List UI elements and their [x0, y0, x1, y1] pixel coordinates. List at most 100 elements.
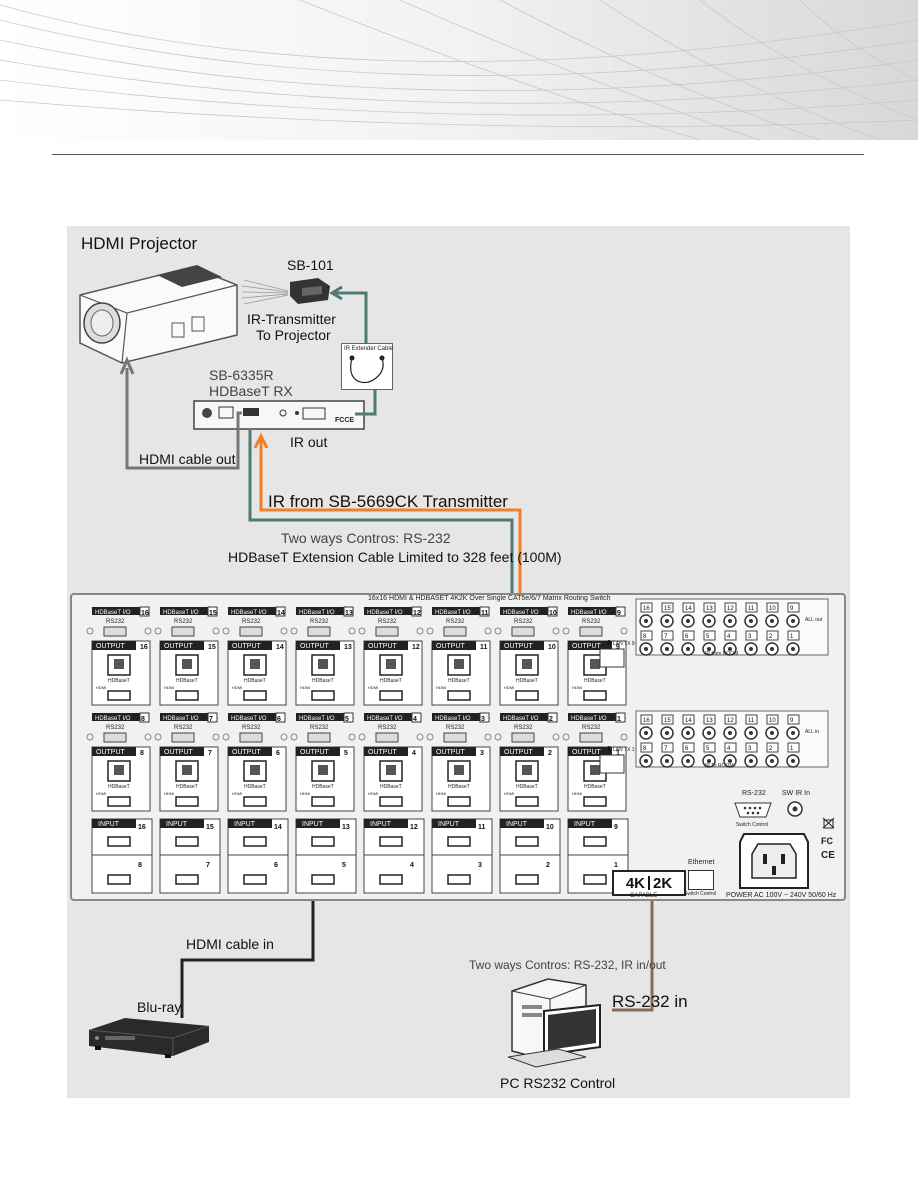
ir-orange-cable: [259, 440, 522, 645]
hdmi-input-port[interactable]: [243, 836, 267, 847]
pc-icon: [507, 978, 601, 1068]
lan-port[interactable]: [599, 648, 625, 668]
panel-screw: [620, 627, 628, 635]
hdmi-output-port[interactable]: [379, 796, 403, 807]
hdmi-input-port[interactable]: [447, 836, 471, 847]
hdmi-input-port[interactable]: [583, 874, 607, 885]
ethernet-port[interactable]: [688, 870, 714, 890]
rs232-terminal[interactable]: [239, 626, 263, 637]
hdmi-output-port[interactable]: [107, 690, 131, 701]
hdbaset-label: HDBaseT: [312, 784, 334, 790]
hdbaset-label: HDBaseT: [108, 784, 130, 790]
rs232-terminal[interactable]: [375, 626, 399, 637]
io-header-label: HDBaseT I/O: [503, 610, 539, 616]
projector-title: HDMI Projector: [81, 234, 198, 253]
hdmi-output-port[interactable]: [447, 690, 471, 701]
rs232-terminal[interactable]: [579, 626, 603, 637]
rs232-terminal[interactable]: [171, 626, 195, 637]
output-number: 4: [412, 750, 416, 757]
sw-ir-in-jack[interactable]: [786, 800, 804, 818]
input-number: 9: [614, 824, 618, 831]
hdmi-output-port[interactable]: [379, 690, 403, 701]
hdmi-output-port[interactable]: [515, 796, 539, 807]
rs232-terminal[interactable]: [103, 732, 127, 743]
hdmi-output-port[interactable]: [107, 796, 131, 807]
rs232-terminal[interactable]: [103, 626, 127, 637]
io-header-label: HDBaseT I/O: [571, 716, 607, 722]
panel-screw: [348, 627, 356, 635]
ir-number-box: [787, 742, 800, 753]
output-label: OUTPUT: [232, 749, 262, 756]
hdmi-output-port[interactable]: [243, 796, 267, 807]
hdmi-label: HDMI: [572, 685, 582, 690]
rs232-terminal[interactable]: [511, 732, 535, 743]
panel-screw: [484, 733, 492, 741]
bluray-player-icon: [88, 1018, 210, 1058]
ir-from-transmitter-label: IR from SB-5669CK Transmitter: [268, 492, 508, 511]
io-header-label: HDBaseT I/O: [231, 610, 267, 616]
io-number-box: [615, 606, 626, 617]
hdbaset-label: HDBaseT: [516, 784, 538, 790]
hdmi-input-port[interactable]: [175, 874, 199, 885]
output-number: 10: [548, 644, 556, 651]
rs232-terminal[interactable]: [375, 732, 399, 743]
ir-jack-center: [707, 619, 711, 623]
input-header-bar: [296, 819, 340, 828]
input-header-bar: [364, 819, 408, 828]
ir-number-box: [703, 602, 716, 613]
rs232-terminal[interactable]: [511, 626, 535, 637]
hdmi-output-port[interactable]: [311, 690, 335, 701]
hdmi-input-port[interactable]: [107, 874, 131, 885]
ir-number-box: [661, 602, 674, 613]
rs232-terminal[interactable]: [307, 626, 331, 637]
ir-number-box: [640, 602, 653, 613]
rs232-terminal[interactable]: [239, 732, 263, 743]
hdmi-input-port[interactable]: [311, 874, 335, 885]
hdmi-output-port[interactable]: [311, 796, 335, 807]
hdmi-output-port[interactable]: [447, 796, 471, 807]
io-header-bar: [296, 713, 344, 721]
hdmi-input-port[interactable]: [583, 836, 607, 847]
rs232-db9-port[interactable]: [733, 800, 773, 820]
panel-screw: [358, 733, 366, 741]
hdmi-input-port[interactable]: [515, 874, 539, 885]
hdmi-output-port[interactable]: [583, 796, 607, 807]
hdmi-label: HDMI: [572, 791, 582, 796]
ir-jack-center: [770, 647, 774, 651]
rs232-terminal[interactable]: [443, 732, 467, 743]
hdmi-label: HDMI: [96, 791, 106, 796]
power-inlet[interactable]: [738, 832, 810, 890]
hdmi-label: HDMI: [232, 685, 242, 690]
badge-divider: [648, 876, 650, 890]
hdmi-input-port[interactable]: [447, 874, 471, 885]
hdmi-input-port[interactable]: [379, 836, 403, 847]
hdmi-input-port[interactable]: [515, 836, 539, 847]
ir-number-box: [682, 714, 695, 725]
hdmi-output-port[interactable]: [243, 690, 267, 701]
ir-number: 2: [769, 634, 773, 640]
rs232-terminal[interactable]: [579, 732, 603, 743]
lan-port[interactable]: [599, 754, 625, 774]
hdmi-input-port[interactable]: [107, 836, 131, 847]
hdmi-input-port[interactable]: [311, 836, 335, 847]
rs232-in-label: RS-232 in: [612, 992, 688, 1011]
rj45-jack: [590, 765, 600, 775]
hdmi-output-port[interactable]: [515, 690, 539, 701]
rs232-label: RS232: [514, 619, 533, 625]
hdmi-cable-out-label: HDMI cable out: [139, 451, 236, 467]
hdmi-input-port[interactable]: [175, 836, 199, 847]
ir-number: 3: [748, 746, 752, 752]
output-header-bar: [568, 641, 612, 650]
hdmi-input-port[interactable]: [379, 874, 403, 885]
rs232-terminal[interactable]: [443, 626, 467, 637]
hdmi-output-port[interactable]: [583, 690, 607, 701]
hdmi-output-port[interactable]: [175, 690, 199, 701]
ir-number: 10: [769, 606, 776, 612]
io-header-bar: [228, 713, 276, 721]
rs232-terminal[interactable]: [307, 732, 331, 743]
rs232-terminal[interactable]: [171, 732, 195, 743]
hdmi-input-port[interactable]: [243, 874, 267, 885]
ir-jack-center: [644, 731, 648, 735]
hdmi-output-port[interactable]: [175, 796, 199, 807]
